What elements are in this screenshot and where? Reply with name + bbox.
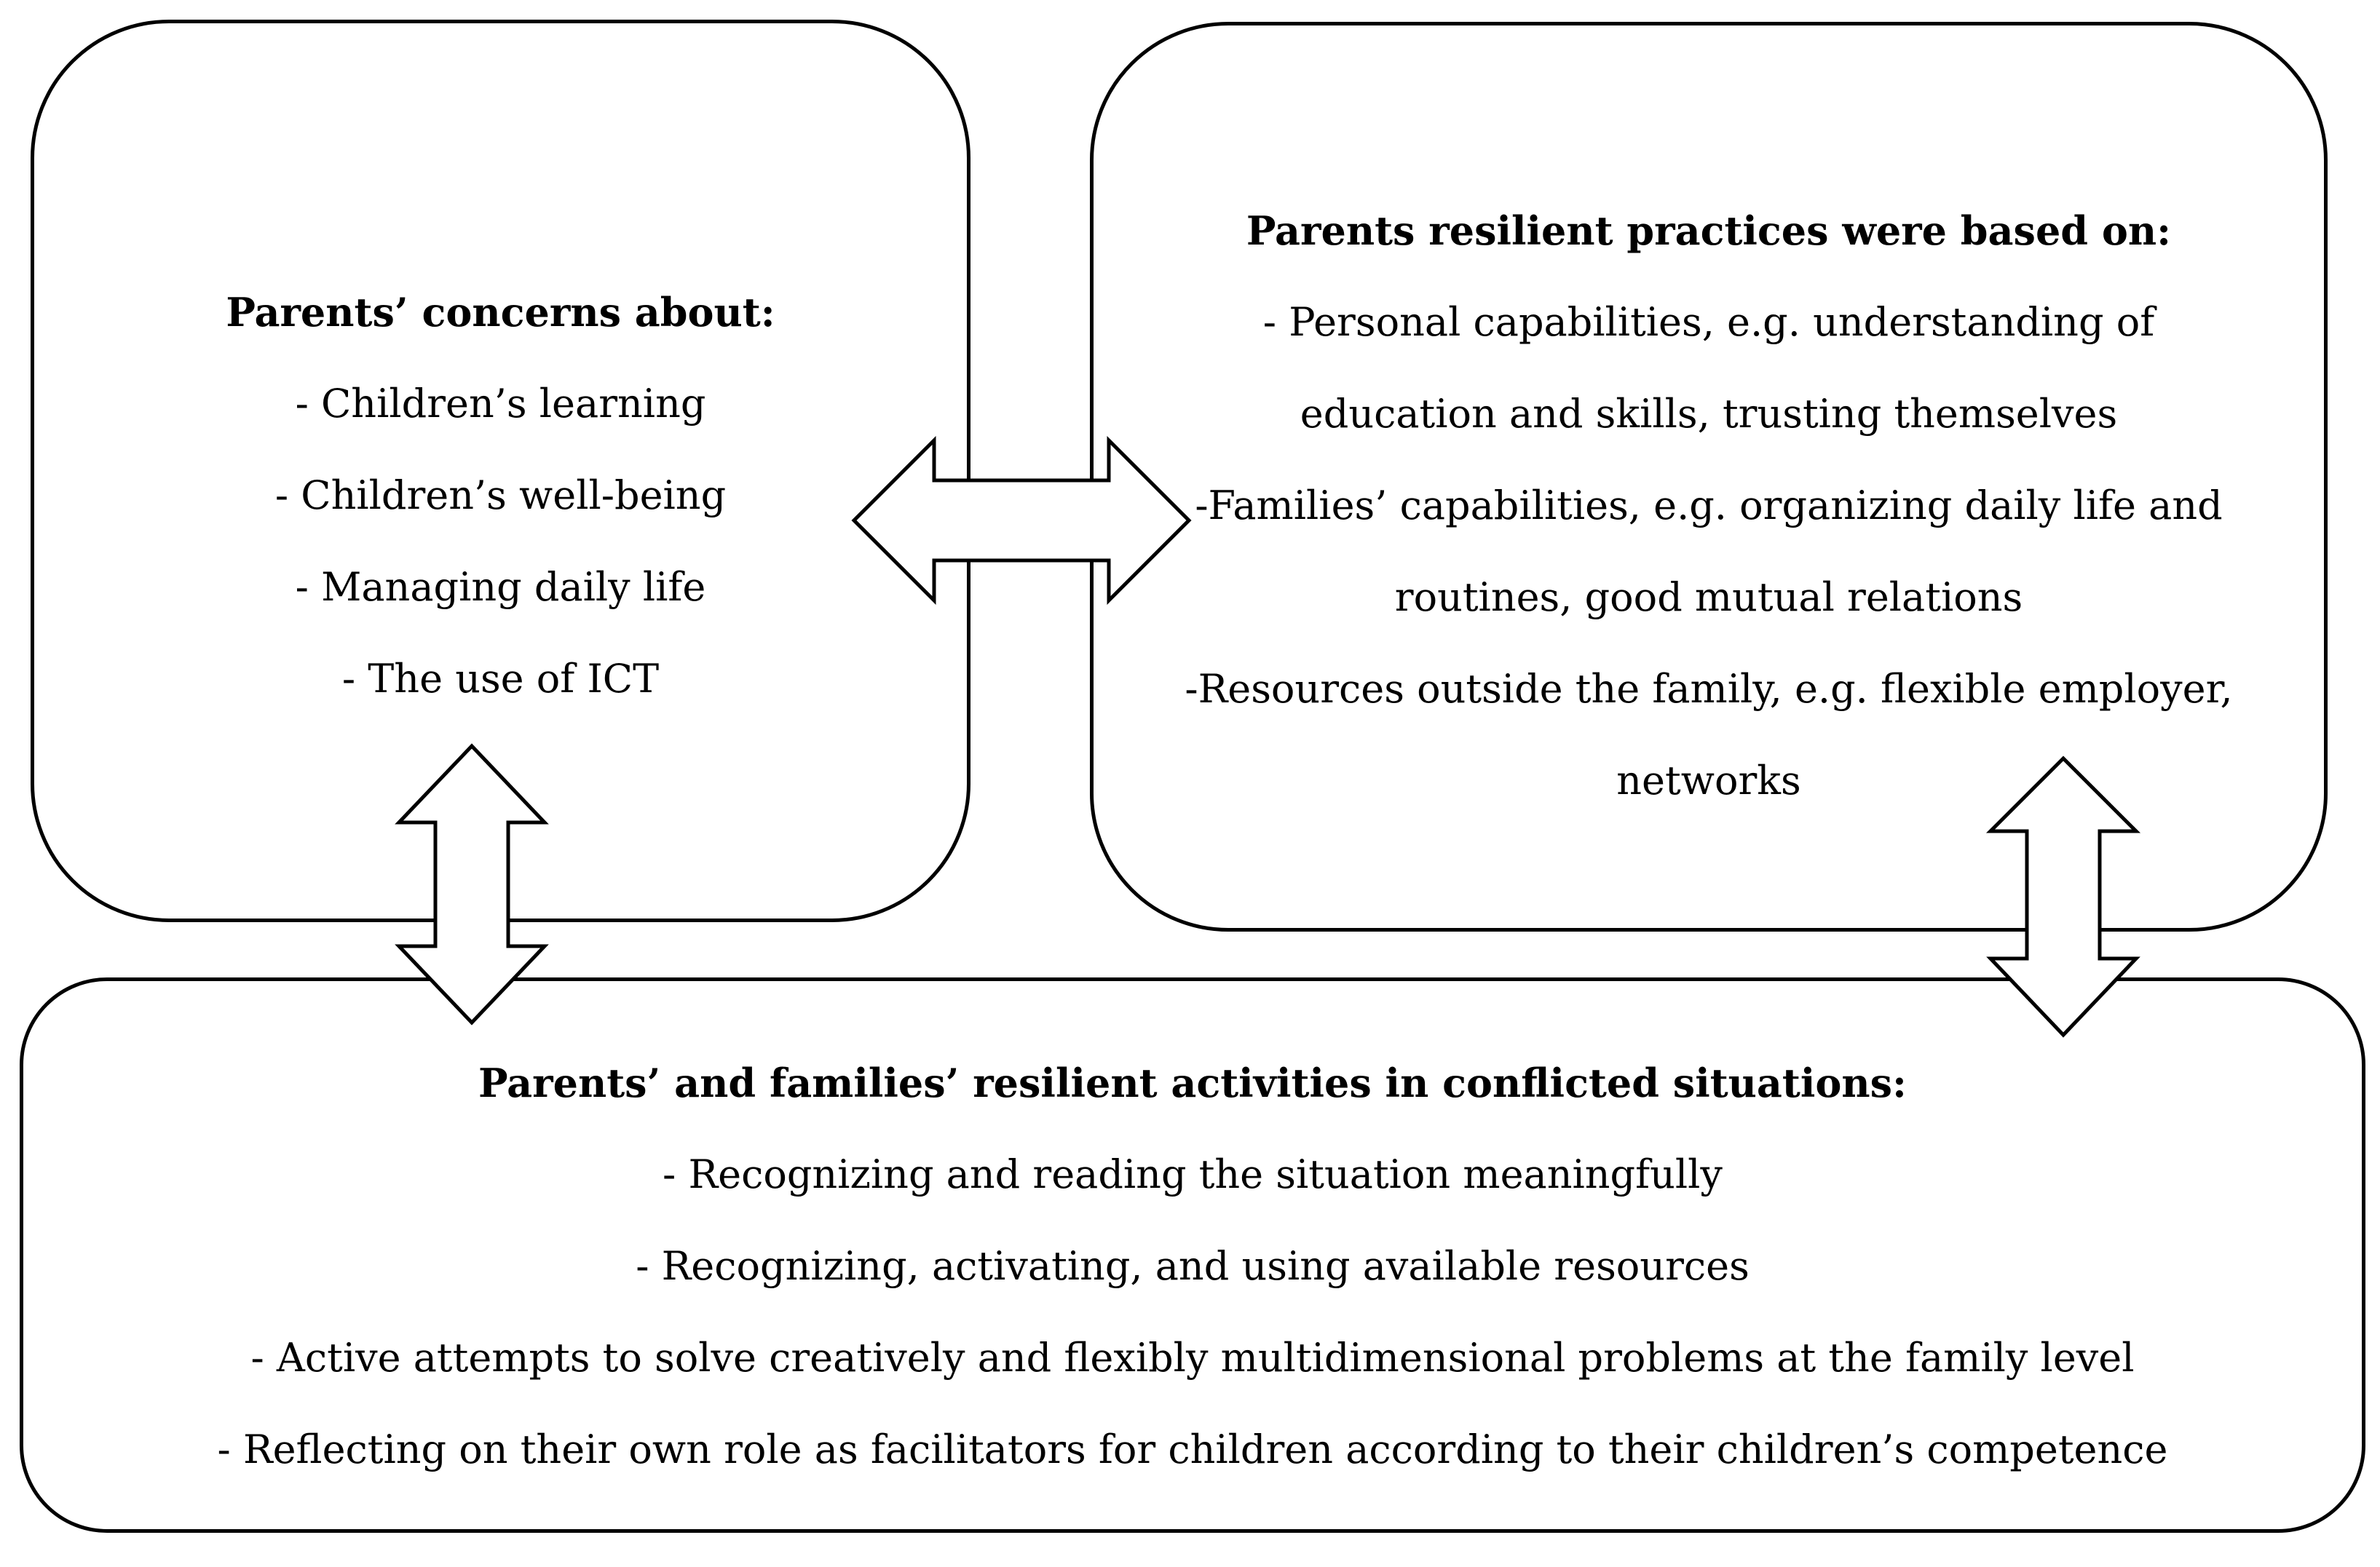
concerns-box: Parents’ concerns about: - Children’s le… <box>31 20 970 922</box>
double-arrow-icon <box>851 435 1192 606</box>
activities-item: - Recognizing, activating, and using ava… <box>636 1243 1750 1289</box>
concerns-item: - Children’s learning <box>295 381 706 427</box>
practices-box: Parents resilient practices were based o… <box>1090 22 2328 932</box>
practices-list: - Personal capabilities, e.g. understand… <box>1094 277 2324 827</box>
activities-item: - Recognizing and reading the situation … <box>663 1151 1723 1197</box>
practices-content: Parents resilient practices were based o… <box>1094 185 2324 827</box>
double-arrow-icon <box>395 743 549 1026</box>
concerns-item: - Managing daily life <box>295 564 706 610</box>
arrow-horizontal-shape <box>851 435 1192 606</box>
activities-item: - Active attempts to solve creatively an… <box>250 1335 2135 1381</box>
activities-content: Parents’ and families’ resilient activit… <box>23 1037 2362 1496</box>
concerns-item: - Children’s well-being <box>274 472 727 518</box>
practices-item: -Families’ capabilities, e.g. organizing… <box>1195 483 2223 620</box>
practices-title: Parents resilient practices were based o… <box>1246 207 2172 254</box>
activities-item: - Reflecting on their own role as facili… <box>217 1427 2168 1472</box>
arrow-vertical-left-shape <box>395 743 549 1026</box>
practices-item: -Resources outside the family, e.g. flex… <box>1185 666 2233 804</box>
concerns-item: - The use of ICT <box>341 656 660 702</box>
concerns-list: - Children’s learning - Children’s well-… <box>34 358 967 725</box>
practices-item: - Personal capabilities, e.g. understand… <box>1262 299 2155 437</box>
activities-box: Parents’ and families’ resilient activit… <box>20 977 2365 1533</box>
activities-title: Parents’ and families’ resilient activit… <box>478 1060 1907 1106</box>
concerns-title: Parents’ concerns about: <box>226 289 775 336</box>
activities-list: - Recognizing and reading the situation … <box>23 1129 2362 1496</box>
double-arrow-icon <box>1985 755 2141 1038</box>
concerns-content: Parents’ concerns about: - Children’s le… <box>34 266 967 725</box>
arrow-vertical-right-shape <box>1985 755 2141 1038</box>
